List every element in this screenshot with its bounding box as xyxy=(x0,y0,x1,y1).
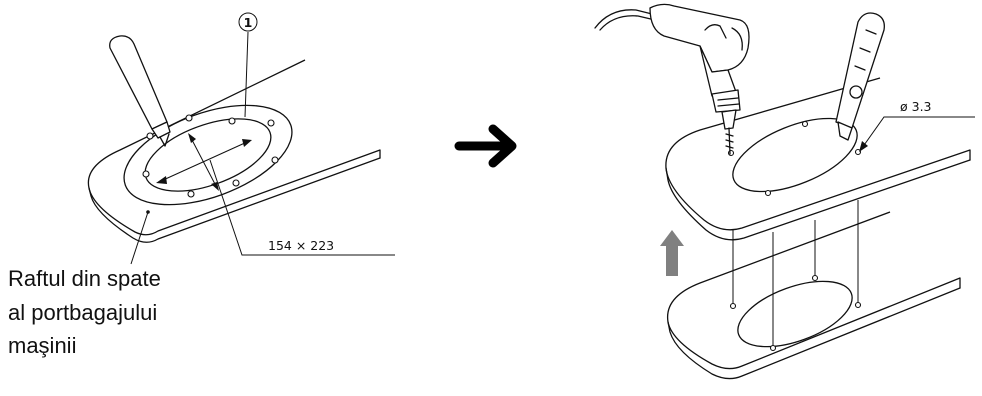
lower-shelf-board xyxy=(666,211,961,380)
marker-pen-icon xyxy=(109,35,171,147)
utility-knife-icon xyxy=(835,12,885,141)
arrow-up-icon xyxy=(660,230,684,276)
upper-shelf-board xyxy=(665,77,971,241)
left-shelf-illustration: 1 154 × 223 Raftul din spate al portbaga… xyxy=(8,12,395,358)
part-number-label: 1 xyxy=(244,15,253,30)
dimension-arrows xyxy=(156,133,252,191)
template-holes xyxy=(142,114,279,198)
upper-cutout xyxy=(732,117,858,193)
shelf-label-line1: Raftul din spate xyxy=(8,266,161,291)
template-outer-ellipse xyxy=(123,104,293,206)
hole-diameter-label: ø 3.3 xyxy=(900,99,932,114)
cutout-size-label: 154 × 223 xyxy=(268,238,334,253)
shelf-label-line2: al portbagajului xyxy=(8,300,157,325)
alignment-lines xyxy=(732,200,859,346)
lower-cutout xyxy=(737,280,853,348)
arrow-right-icon xyxy=(454,124,517,168)
drill-icon xyxy=(594,3,750,155)
part-number-circle xyxy=(238,12,258,32)
hole-diameter-leader xyxy=(861,116,975,149)
part-number-leader xyxy=(244,31,249,118)
shelf-label-leader xyxy=(130,211,149,265)
shelf-label-line3: maşinii xyxy=(8,333,76,358)
right-shelf-illustration: ø 3.3 xyxy=(594,3,975,380)
dimension-leader xyxy=(209,159,395,256)
